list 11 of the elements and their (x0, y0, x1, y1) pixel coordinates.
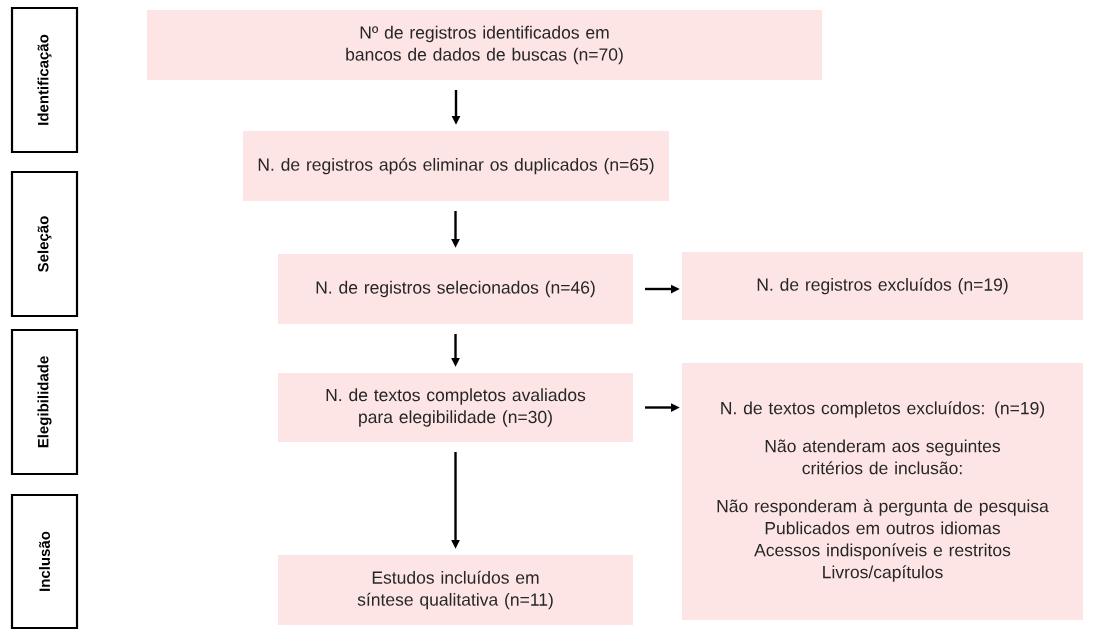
stage-label-box: Identificação (10, 6, 79, 154)
process-box: Estudos incluídos em síntese qualitativa (n=11) (278, 555, 633, 625)
stage-label-box: Inclusão (10, 493, 79, 630)
process-box: N. de textos completos avaliados para elegibilidade (n=30) (278, 373, 633, 442)
process-box: Nº de registros identificados em bancos de dados de buscas (n=70) (147, 10, 822, 80)
stage-label-box: Elegibilidade (10, 328, 79, 476)
stage-label-box: Seleção (10, 170, 79, 318)
process-box: N. de registros selecionados (n=46) (278, 254, 633, 324)
process-box: N. de textos completos excluídos: (n=19) Não atenderam aos seguintes critérios de inclusão: Não responderam à pergunta de pesquisa Publicados em outros idiomas Acessos indisponíveis e restritos Livros/capítulos (682, 363, 1083, 620)
process-box: N. de registros excluídos (n=19) (682, 252, 1083, 320)
process-box: N. de registros após eliminar os duplicados (n=65) (243, 131, 669, 201)
